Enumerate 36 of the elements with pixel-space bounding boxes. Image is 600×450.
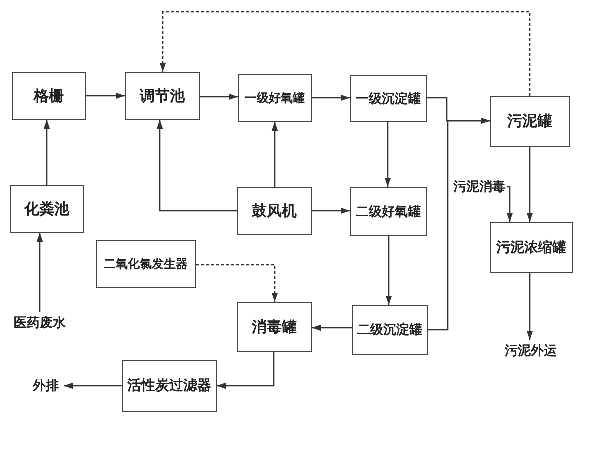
arrow (196, 264, 278, 302)
process-box: 污泥罐 (490, 96, 570, 147)
arrow (217, 352, 275, 390)
process-box: 二级沉淀罐 (352, 305, 428, 355)
arrow (312, 94, 350, 102)
process-box: 二级好氧罐 (350, 187, 427, 236)
arrow (86, 92, 125, 100)
process-box: 二氧化氯发生器 (96, 240, 196, 288)
process-box: 污泥浓缩罐 (490, 222, 573, 273)
process-box: 格栅 (12, 72, 86, 120)
process-box: 调节池 (125, 72, 200, 120)
arrow (200, 94, 238, 100)
process-box: 消毒罐 (237, 302, 312, 352)
arrow (160, 11, 531, 96)
arrow (428, 118, 490, 331)
process-box: 活性炭过滤器 (122, 360, 217, 412)
process-box: 一级好氧罐 (238, 74, 312, 122)
flow-label: 外排 (28, 375, 64, 397)
process-box: 鼓风机 (237, 187, 312, 235)
arrow (36, 233, 44, 312)
arrow (386, 236, 392, 305)
arrow (312, 324, 352, 332)
arrow (272, 122, 278, 187)
arrow (156, 120, 237, 212)
flow-label: 医药废水 (8, 312, 72, 334)
arrow (64, 382, 122, 390)
arrow (526, 147, 534, 222)
flow-label: 污泥外运 (498, 340, 564, 362)
flow-label: 污泥消毒 (452, 178, 507, 196)
arrow (44, 120, 50, 185)
process-box: 化粪池 (10, 185, 84, 233)
arrow (312, 208, 350, 214)
process-box: 一级沉淀罐 (350, 75, 427, 122)
arrow (506, 186, 514, 222)
arrow (526, 273, 534, 340)
arrow (384, 122, 392, 187)
